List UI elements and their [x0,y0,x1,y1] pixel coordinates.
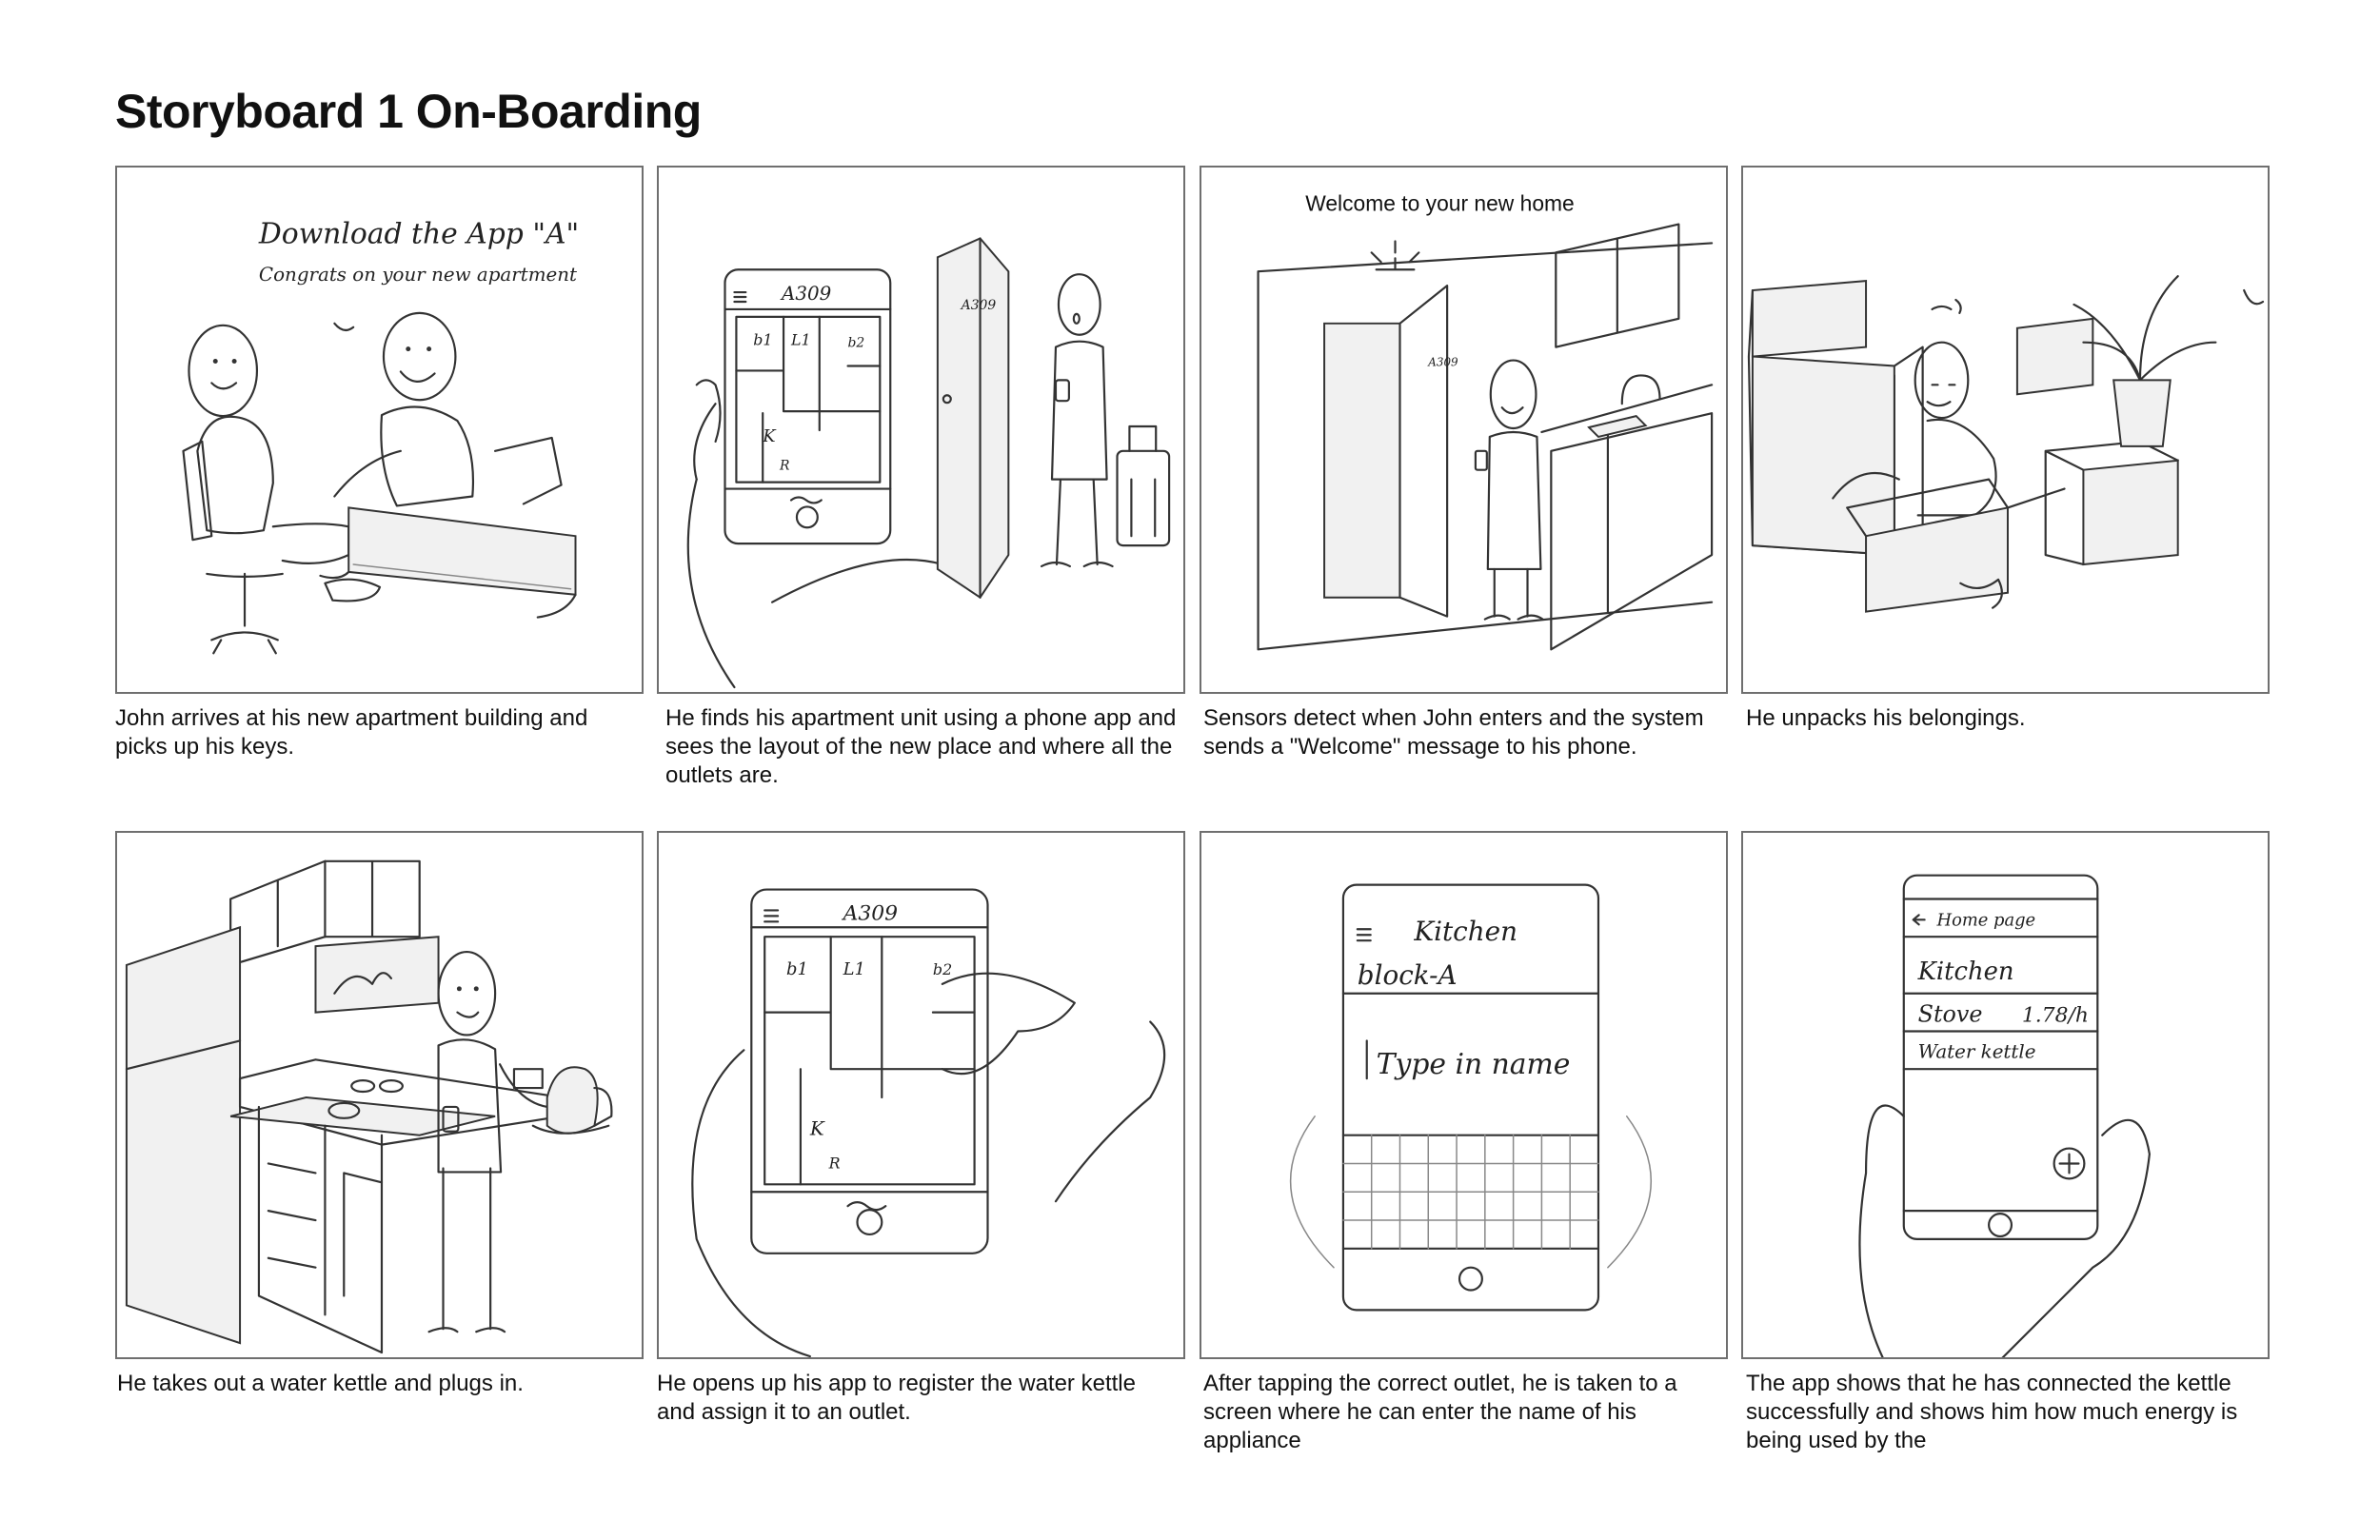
panel-6-room-r: R [828,1154,841,1172]
panel-3-caption: Sensors detect when John enters and the … [1203,705,1704,760]
phone-frame [724,268,892,545]
storyboard-panel-2: A309 b1 L1 b2 K R A309 [657,166,1185,694]
panel-6-sketch: A309 b1 L1 b2 K R [691,888,1166,1357]
panel-3-sketch: Welcome to your new home A309 [1257,191,1714,651]
home-button-icon [856,1209,883,1236]
panel-2-room-r: R [779,459,789,474]
storyboard-panel-3: Welcome to your new home A309 [1200,166,1728,694]
home-button-icon [1988,1213,2013,1238]
storyboard-panel-8: Home page Kitchen Stove 1.78/h Water ket… [1741,831,2270,1359]
panel-5-caption: He takes out a water kettle and plugs in… [117,1371,524,1396]
panel-8-nav-title: Home page [1936,910,2036,930]
panel-4-sketch [1747,275,2265,613]
panel-1-download-text: Download the App "A" [258,217,579,250]
panel-1-congrats-text: Congrats on your new apartment [259,264,577,286]
panel-1-caption: John arrives at his new apartment buildi… [115,705,588,760]
panel-4-caption: He unpacks his belongings. [1746,705,2026,731]
panel-7-caption: After tapping the correct outlet, he is … [1203,1371,1677,1453]
panel-7-name-input[interactable]: Type in name [1377,1048,1571,1081]
panel-3-door-label: A309 [1427,355,1458,368]
panel-2-sketch: A309 b1 L1 b2 K R A309 [686,237,1171,689]
panel-6-room-l1: L1 [843,959,865,979]
panel-6-room-k: K [809,1118,825,1140]
panel-2-room-b1: b1 [753,331,772,349]
storyboard-panel-6: A309 b1 L1 b2 K R [657,831,1185,1359]
home-button-icon [1458,1266,1483,1292]
panel-2-room-l1: L1 [790,331,811,349]
panel-2-door-label: A309 [960,298,997,313]
panel-6-unit-label: A309 [842,901,899,925]
back-arrow-icon[interactable] [1912,914,1926,926]
menu-icon [733,290,747,304]
panel-2-unit-label: A309 [780,283,832,305]
storyboard-panel-7: Kitchen block-A Type in name [1200,831,1728,1359]
menu-icon [1356,928,1372,942]
panel-7-sketch: Kitchen block-A Type in name [1289,883,1653,1312]
phone-frame [750,888,989,1254]
panel-6-room-b2: b2 [933,960,952,978]
plus-icon[interactable] [2053,1147,2086,1180]
panel-8-caption: The app shows that he has connected the … [1746,1371,2238,1453]
panel-1-sketch: Download the App "A" Congrats on your ne… [182,217,579,655]
panel-5-sketch [125,859,613,1354]
panel-2-caption: He finds his apartment unit using a phon… [665,705,1177,788]
phone-frame [1902,874,2099,1240]
panel-7-screen-title: Kitchen [1413,916,1517,947]
storyboard-panel-4 [1741,166,2270,694]
panel-8-stove-label: Stove [1918,1001,1983,1028]
panel-8-sketch: Home page Kitchen Stove 1.78/h Water ket… [1858,874,2151,1357]
storyboard-panel-1: Download the App "A" Congrats on your ne… [115,166,644,694]
menu-icon [764,909,780,923]
panel-7-block-label: block-A [1358,959,1458,991]
panel-3-welcome-message: Welcome to your new home [1305,191,1575,216]
panel-8-room-label: Kitchen [1917,958,2014,986]
home-button-icon [795,505,819,529]
storyboard-panel-5 [115,831,644,1359]
panel-8-kettle-label: Water kettle [1918,1040,2036,1062]
phone-frame [1341,883,1600,1312]
page-title: Storyboard 1 On-Boarding [115,85,702,138]
panel-6-caption: He opens up his app to register the wate… [657,1371,1136,1425]
panel-8-stove-usage: 1.78/h [2022,1004,2089,1028]
panel-2-room-b2: b2 [848,336,865,351]
panel-6-room-b1: b1 [786,959,808,979]
panel-2-room-k: K [762,426,777,446]
